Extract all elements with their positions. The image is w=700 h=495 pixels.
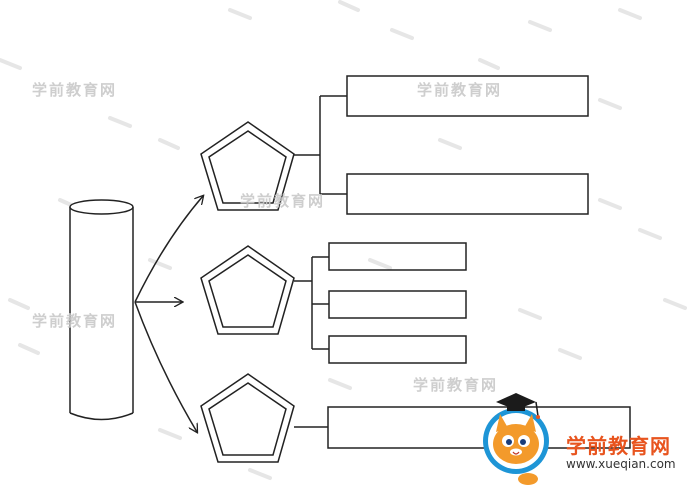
watermark-text: 学前教育网	[32, 81, 118, 99]
cat-mascot-icon	[483, 393, 549, 485]
pentagon-node-3	[200, 373, 295, 463]
watermark-text: 学前教育网	[32, 312, 118, 330]
branch-3-label-box-1	[327, 406, 631, 449]
branch-1-label-box-1	[346, 75, 589, 117]
background-dashes	[0, 0, 687, 480]
branch-2-label-box-3	[328, 335, 467, 364]
logo-brand-text: 学前教育网	[566, 434, 671, 458]
branch-2-connectors	[294, 256, 329, 350]
branch-2-label-box-1	[328, 242, 467, 271]
watermark-text: 学前教育网	[413, 376, 499, 394]
arrow-to-branch-3	[134, 301, 197, 432]
branch-1-connectors	[294, 95, 347, 195]
pentagon-node-1	[200, 121, 295, 211]
watermark-text: 学前教育网	[417, 81, 503, 99]
arrow-to-branch-1	[134, 196, 203, 303]
watermark-text: 学前教育网	[240, 192, 326, 210]
branch-1-label-box-2	[346, 173, 589, 215]
branch-2-label-box-2	[328, 290, 467, 319]
root-cylinder	[69, 199, 134, 421]
pentagon-node-2	[200, 245, 295, 335]
logo-url-text: www.xueqian.com	[566, 457, 676, 471]
